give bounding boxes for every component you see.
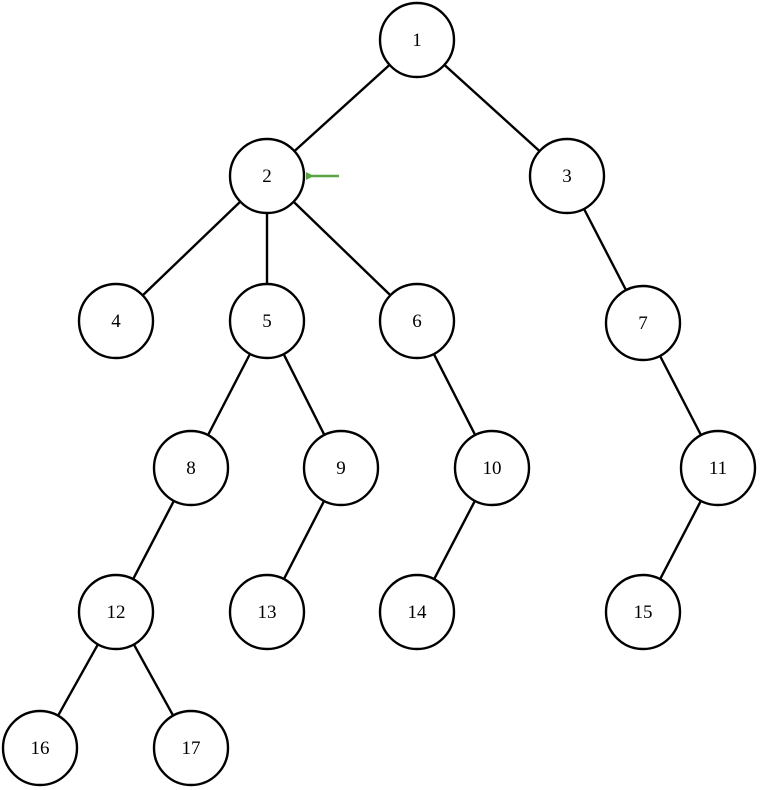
tree-node-1: 1 <box>378 1 456 79</box>
tree-node-14: 14 <box>378 573 456 651</box>
node-label: 2 <box>262 166 272 187</box>
tree-node-12: 12 <box>77 573 155 651</box>
node-label: 15 <box>634 602 653 623</box>
edge-11-15 <box>659 500 702 580</box>
tree-node-15: 15 <box>604 573 682 651</box>
node-circle <box>378 1 456 79</box>
node-circle <box>77 282 155 360</box>
edge-9-13 <box>282 500 326 580</box>
node-circle <box>77 573 155 651</box>
edge-1-3 <box>443 63 541 153</box>
node-circle <box>1 709 79 787</box>
tree-node-7: 7 <box>604 284 682 362</box>
tree-node-13: 13 <box>228 573 306 651</box>
edge-12-17 <box>132 643 175 717</box>
node-label: 7 <box>638 313 648 334</box>
node-label: 3 <box>562 166 572 187</box>
node-label: 6 <box>412 311 422 332</box>
edge-2-4 <box>141 200 242 297</box>
node-circle <box>528 137 606 215</box>
edge-1-2 <box>293 63 391 153</box>
tree-node-6: 6 <box>378 282 456 360</box>
tree-node-9: 9 <box>302 429 380 507</box>
node-circle <box>152 709 230 787</box>
node-label: 10 <box>483 458 502 479</box>
edge-8-12 <box>132 500 175 580</box>
tree-node-11: 11 <box>679 429 757 507</box>
edge-12-16 <box>57 643 99 717</box>
node-circle <box>378 573 456 651</box>
edge-10-14 <box>433 500 476 580</box>
node-circle <box>228 282 306 360</box>
tree-node-8: 8 <box>152 429 230 507</box>
tree-node-17: 17 <box>152 709 230 787</box>
node-circle <box>604 573 682 651</box>
node-circle <box>679 429 757 507</box>
node-circle <box>453 429 531 507</box>
tree-node-10: 10 <box>453 429 531 507</box>
node-circle <box>152 429 230 507</box>
node-circle <box>228 573 306 651</box>
node-label: 1 <box>412 30 422 51</box>
edges-layer <box>57 63 703 717</box>
node-label: 9 <box>336 458 346 479</box>
node-circle <box>228 137 306 215</box>
edge-6-10 <box>432 353 477 436</box>
edge-5-9 <box>282 353 326 436</box>
edge-5-8 <box>206 353 252 436</box>
node-label: 13 <box>258 602 277 623</box>
node-circle <box>604 284 682 362</box>
tree-node-4: 4 <box>77 282 155 360</box>
node-circle <box>302 429 380 507</box>
tree-node-5: 5 <box>228 282 306 360</box>
node-circle <box>378 282 456 360</box>
node-label: 16 <box>31 738 50 759</box>
node-label: 5 <box>262 311 272 332</box>
tree-node-3: 3 <box>528 137 606 215</box>
edge-7-11 <box>658 355 703 436</box>
node-label: 14 <box>408 602 428 623</box>
node-label: 11 <box>709 458 727 479</box>
node-label: 8 <box>186 458 196 479</box>
tree-node-16: 16 <box>1 709 79 787</box>
tree-node-2: 2 <box>228 137 306 215</box>
edge-2-6 <box>292 200 392 297</box>
node-label: 17 <box>182 738 201 759</box>
edge-3-7 <box>582 208 628 291</box>
node-label: 4 <box>111 311 121 332</box>
node-label: 12 <box>107 602 126 623</box>
